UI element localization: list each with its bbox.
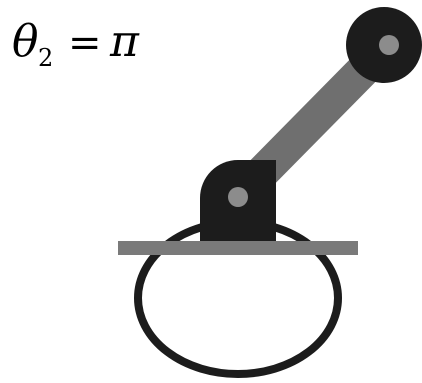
theta-equation: θ 2 = π <box>12 16 140 72</box>
platform-bar-icon <box>118 241 358 255</box>
theta-symbol: θ <box>12 16 39 67</box>
base-joint-pin-icon <box>228 187 248 207</box>
end-effector-pin-icon <box>379 35 399 55</box>
base-joint-neck <box>229 176 267 180</box>
equals-sign: = <box>68 20 102 66</box>
theta-subscript: 2 <box>38 44 53 72</box>
pi-symbol: π <box>109 16 140 67</box>
